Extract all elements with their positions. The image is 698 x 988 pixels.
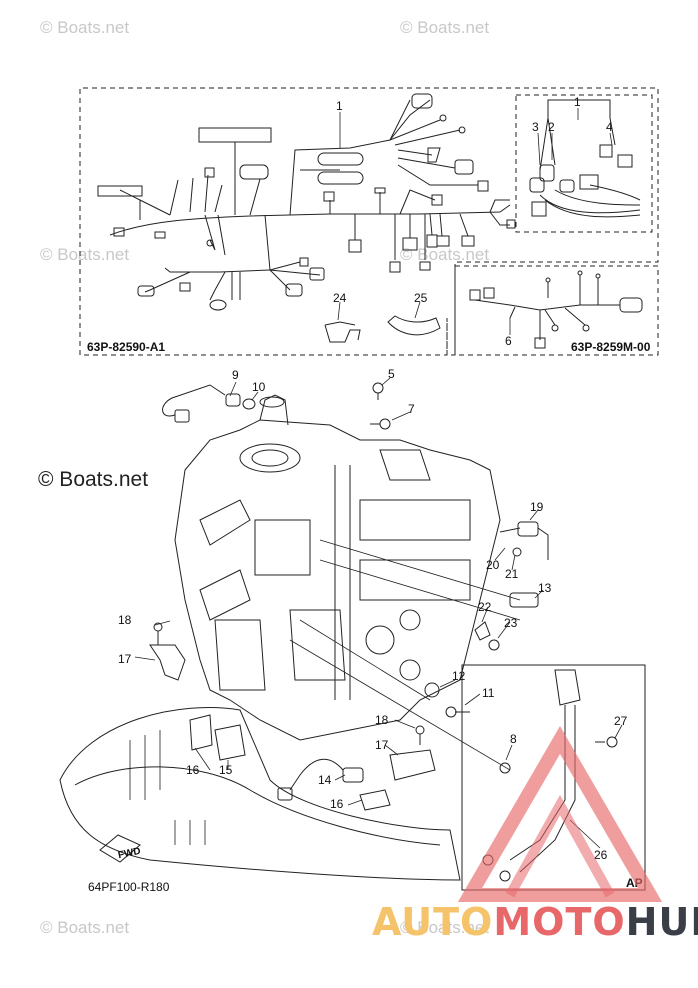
callout-20: 20 [486, 558, 500, 572]
callout-16-right: 16 [330, 797, 344, 811]
callout-14: 14 [318, 773, 332, 787]
watermark-top-left: © Boats.net [40, 18, 130, 37]
callout-6: 6 [505, 334, 512, 348]
callout-18-left: 18 [118, 613, 132, 627]
callout-11: 11 [482, 686, 495, 700]
callout-17-left: 17 [118, 652, 132, 666]
callout-13: 13 [538, 581, 552, 595]
figure-reference: 64PF100-R180 [88, 880, 170, 894]
callout-7: 7 [408, 402, 415, 416]
ap-label: AP [626, 876, 643, 890]
callout-21: 21 [505, 567, 519, 581]
callout-12: 12 [452, 669, 466, 683]
callout-4: 4 [606, 120, 613, 134]
callout-3: 3 [532, 120, 539, 134]
callout-8: 8 [510, 732, 517, 746]
callout-17-right: 17 [375, 738, 389, 752]
logo-part-moto: MOTO [493, 900, 626, 944]
callout-25: 25 [414, 291, 428, 305]
callout-24: 24 [333, 291, 347, 305]
logo-part-auto: AUTO [372, 900, 494, 944]
leader-lines [134, 108, 623, 849]
watermark-bottom-left: © Boats.net [40, 918, 130, 937]
callout-22: 22 [478, 600, 492, 614]
callout-9: 9 [232, 368, 239, 382]
watermark-bottom-mid: © Boats.net [400, 918, 490, 937]
callout-16-left: 16 [186, 763, 200, 777]
callout-18-right: 18 [375, 713, 389, 727]
inset-harness-2 [469, 270, 643, 349]
part-code-sub-harness: 63P-8259M-00 [571, 340, 651, 354]
callout-2: 2 [548, 120, 555, 134]
callout-19: 19 [530, 500, 544, 514]
callout-26: 26 [594, 848, 608, 862]
part-code-main-harness: 63P-82590-A1 [87, 340, 166, 354]
watermark-mid-left: © Boats.net [40, 245, 130, 264]
callout-10: 10 [252, 380, 266, 394]
callout-1-inset: 1 [574, 95, 581, 109]
callout-5: 5 [388, 367, 395, 381]
main-harness [97, 93, 516, 343]
callout-15: 15 [219, 763, 233, 777]
bottom-cowling [59, 707, 461, 881]
harness-box [79, 87, 659, 356]
watermark-top-right: © Boats.net [400, 18, 490, 37]
inset-harness [529, 99, 641, 218]
automotohub-logo: AUTOMOTOHUB [372, 900, 698, 944]
callout-27: 27 [614, 714, 628, 728]
watermark-large-left: © Boats.net [38, 468, 149, 491]
logo-part-hub: HUB [625, 900, 698, 944]
engine-block [174, 394, 521, 771]
watermark-mid-right: © Boats.net [400, 245, 490, 264]
callout-23: 23 [504, 616, 518, 630]
callout-1-main: 1 [336, 99, 343, 113]
parts [149, 382, 646, 891]
